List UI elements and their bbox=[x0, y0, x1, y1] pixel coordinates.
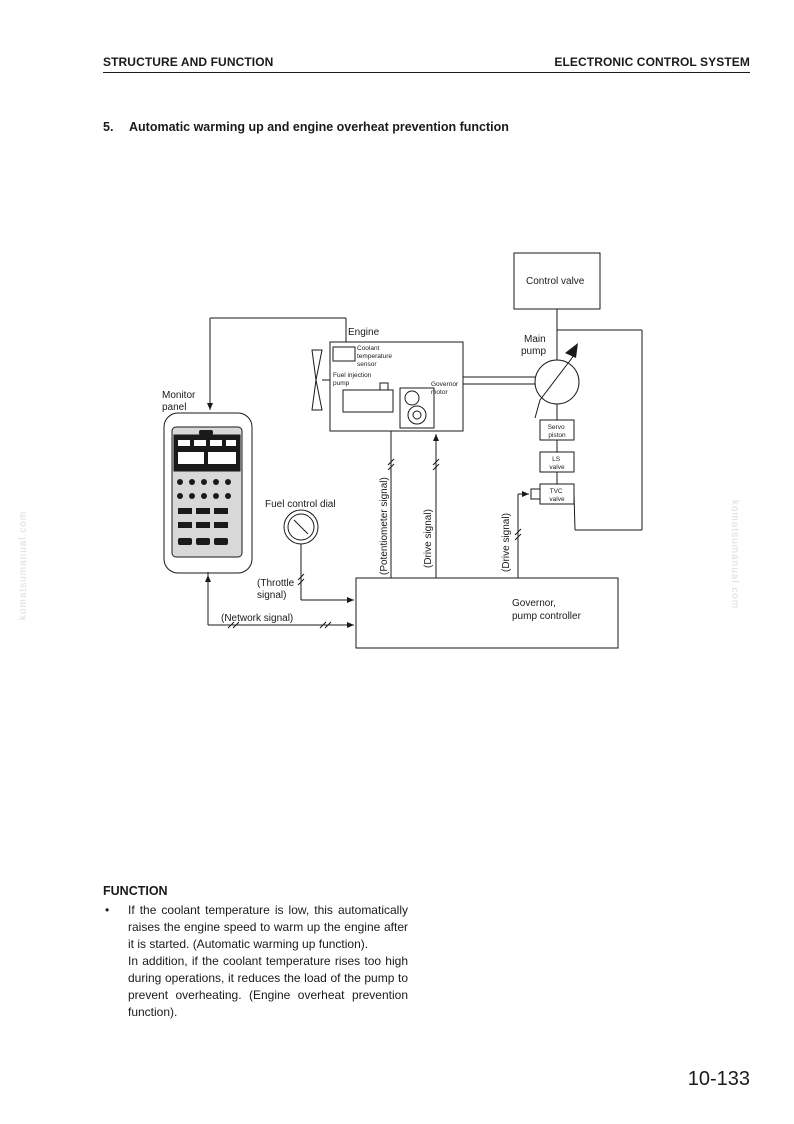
watermark-left: komatsumanual.com bbox=[18, 510, 29, 620]
fuel-pump-box bbox=[342, 389, 394, 413]
section-title: 5. Automatic warming up and engine overhe… bbox=[103, 120, 509, 134]
coolant-sensor-box bbox=[332, 346, 356, 362]
engine-box bbox=[329, 341, 464, 432]
function-bullet-item: • If the coolant temperature is low, thi… bbox=[103, 902, 408, 1021]
bullet-marker: • bbox=[105, 903, 110, 917]
ls-valve-label: LS valve bbox=[549, 456, 565, 471]
fuel-control-dial-label: Fuel control dial bbox=[265, 499, 336, 510]
fuel-injection-pump-label: Fuel injection pump bbox=[333, 372, 373, 387]
function-section: FUNCTION • If the coolant temperature is… bbox=[103, 883, 408, 1021]
page-number: 10-133 bbox=[687, 1068, 750, 1090]
servo-piston-label: Servo piston bbox=[548, 424, 567, 439]
drive-signal-label-2: (Drive signal) bbox=[501, 513, 512, 572]
control-valve-label: Control valve bbox=[526, 276, 585, 287]
controller-label: Governor, pump controller bbox=[512, 598, 582, 622]
controller-box bbox=[355, 577, 619, 649]
function-paragraph-2: In addition, if the coolant temperature … bbox=[128, 954, 408, 1019]
monitor-panel-label: Monitor panel bbox=[162, 390, 198, 413]
section-number: 5. bbox=[103, 120, 114, 134]
governor-motor-box bbox=[399, 387, 435, 429]
section-title-text: Automatic warming up and engine overheat… bbox=[129, 120, 509, 134]
governor-motor-label: Governor motor bbox=[431, 381, 460, 396]
fan-icon bbox=[311, 349, 323, 411]
header-rule bbox=[103, 72, 750, 73]
function-heading: FUNCTION bbox=[103, 884, 168, 898]
engine-label: Engine bbox=[348, 327, 380, 338]
header-section-name: STRUCTURE AND FUNCTION bbox=[103, 55, 274, 69]
network-signal-label: (Network signal) bbox=[221, 613, 293, 624]
potentiometer-signal-label: (Potentiometer signal) bbox=[379, 477, 390, 575]
tvc-valve-label: TVC valve bbox=[549, 488, 565, 503]
drive-signal-label-1: (Drive signal) bbox=[423, 509, 434, 568]
header-chapter-name: ELECTRONIC CONTROL SYSTEM bbox=[554, 55, 750, 69]
throttle-signal-label: (Throttle signal) bbox=[257, 578, 297, 601]
function-paragraph-1: If the coolant temperature is low, this … bbox=[128, 903, 408, 951]
coolant-sensor-label: Coolant temperature sensor bbox=[357, 345, 394, 368]
watermark-right: komatsumanual.com bbox=[729, 500, 740, 610]
main-pump-label: Main pump bbox=[521, 334, 548, 357]
